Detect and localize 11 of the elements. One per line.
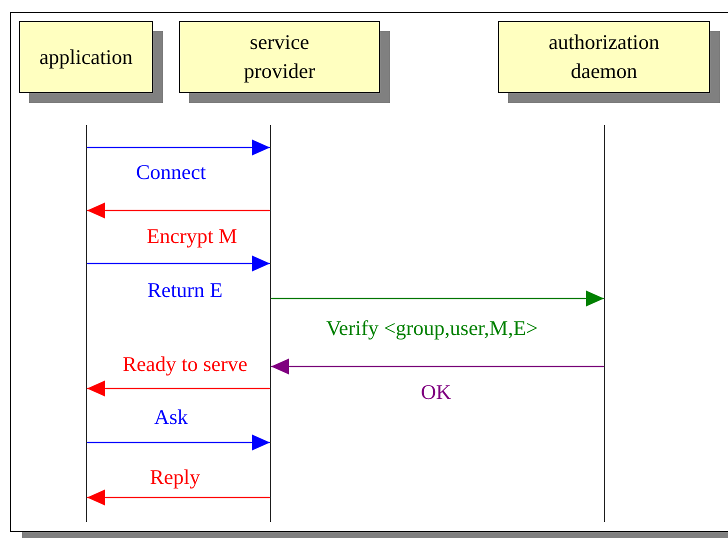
lifeline — [270, 125, 271, 522]
message-arrow — [271, 290, 604, 306]
message-arrow — [87, 434, 270, 450]
message-arrow — [271, 358, 604, 374]
message-arrow — [87, 490, 270, 506]
message-arrow — [87, 140, 270, 156]
lifeline — [604, 125, 605, 522]
message-arrow — [87, 202, 270, 218]
lifeline — [86, 125, 87, 522]
message-arrow — [87, 256, 270, 272]
message-arrow — [87, 380, 270, 396]
